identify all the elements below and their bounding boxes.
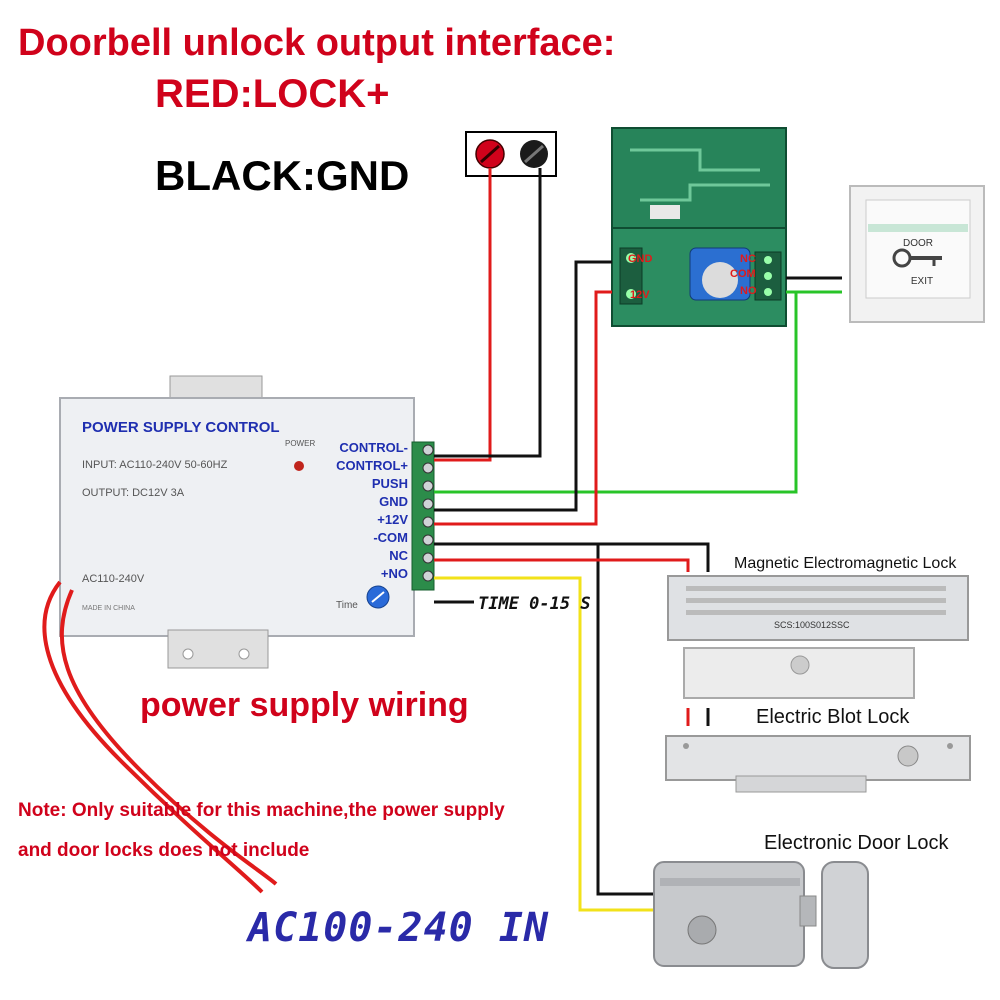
psu-ac-label: AC110-240V [82,573,145,585]
relay-no-label: NO [740,285,757,297]
terminal-push: PUSH [371,476,408,491]
magnetic-lock: SCS:100S012SSC [667,575,969,699]
terminal-screw[interactable] [422,552,434,564]
note-line-1: Note: Only suitable for this machine,the… [18,800,505,821]
power-supply-wiring-label: power supply wiring [140,686,469,724]
black-gnd-label: BLACK:GND [155,152,410,199]
terminal-screw[interactable] [422,462,434,474]
exit-door-text: DOOR [903,238,933,249]
terminal-control-plus: CONTROL+ [336,458,408,473]
terminal-screw[interactable] [422,516,434,528]
receiver-relay-board: GND 12V NC COM NO [611,127,787,327]
key-cylinder-icon [687,915,717,945]
terminal-gnd: GND [379,494,408,509]
power-supply-unit: POWER SUPPLY CONTROL POWER INPUT: AC110-… [59,375,435,669]
terminal-screw[interactable] [422,570,434,582]
terminal-12v: +12V [377,512,408,527]
electric-bolt-lock [665,735,971,793]
exit-button: DOOR EXIT [849,185,985,323]
power-led-label: POWER [285,439,315,448]
psu-output-spec: OUTPUT: DC12V 3A [82,487,185,499]
psu-brand: POWER SUPPLY CONTROL [82,419,280,436]
terminal-screw[interactable] [422,480,434,492]
relay-com-label: COM [730,268,756,280]
electronic-door-lock [653,861,869,969]
terminal-control-minus: CONTROL- [339,440,408,455]
ac-input-label: AC100-240 IN [248,905,549,951]
terminal-screw[interactable] [422,444,434,456]
terminal-screws [422,444,434,582]
power-led [294,461,304,471]
terminal-nc: NC [389,548,408,563]
diagram-title: Doorbell unlock output interface: [18,22,616,64]
terminal-no: +NO [380,566,408,581]
relay-gnd-label: GND [628,253,653,265]
psu-made-in: MADE IN CHINA [82,605,135,612]
psu-input-spec: INPUT: AC110-240V 50-60HZ [82,459,228,471]
relay-nc-label: NC [740,253,756,265]
doorbell-connector [465,131,557,177]
magnetic-lock-label: Magnetic Electromagnetic Lock [734,555,957,572]
note-line-2: and door locks does not include [18,840,310,861]
terminal-com: -COM [373,530,408,545]
relay-12v-label: 12V [630,289,650,301]
terminal-label-column: CONTROL- CONTROL+ PUSH GND +12V -COM NC … [300,438,408,588]
bolt-lock-label: Electric Blot Lock [756,706,910,728]
mag-plate-text: SCS:100S012SSC [774,620,850,630]
wires [42,168,842,912]
red-lock-label: RED:LOCK+ [155,72,390,116]
time-knob-label: Time [336,600,358,611]
terminal-screw[interactable] [422,534,434,546]
door-lock-label: Electronic Door Lock [764,832,949,854]
terminal-screw[interactable] [422,498,434,510]
timer-label: TIME 0-15 S [478,594,591,614]
exit-exit-text: EXIT [911,276,933,287]
